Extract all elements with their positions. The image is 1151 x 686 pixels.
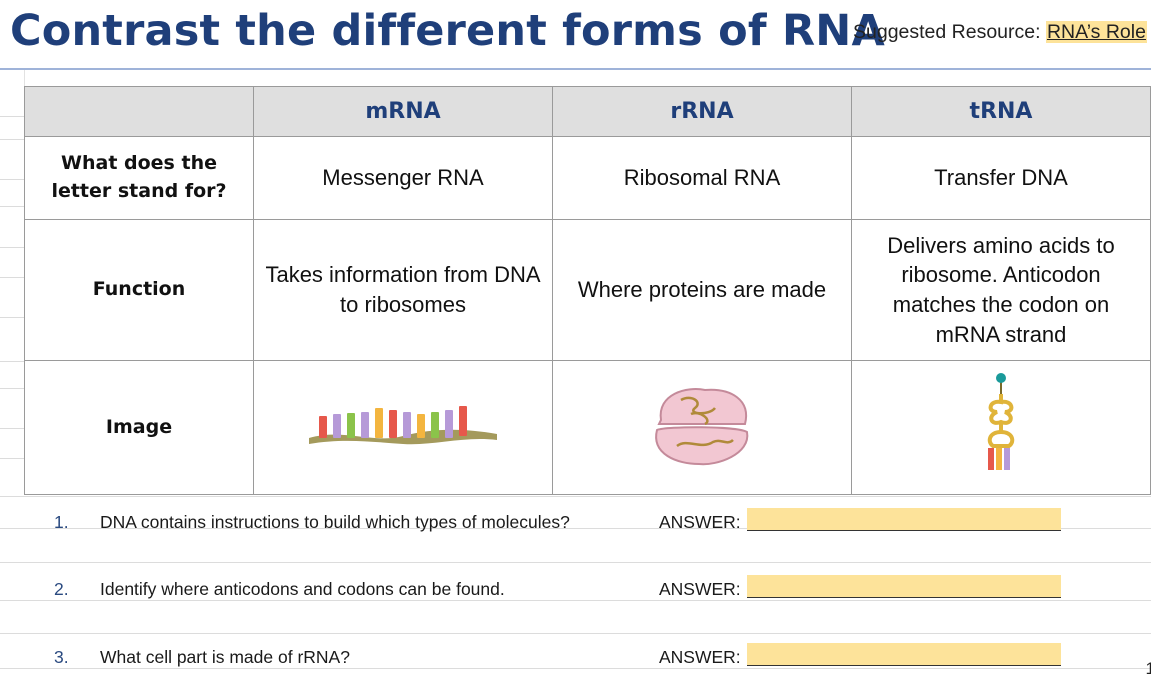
question-number: 3. [54,647,69,667]
question-text: DNA contains instructions to build which… [100,512,570,532]
question-number: 1. [54,512,69,532]
title-divider [0,68,1151,70]
ribosome-illustration [655,388,749,466]
table-row: What does the letter stand for? Messenge… [24,136,1151,220]
cell-mrna-meaning[interactable]: Messenger RNA [253,136,553,220]
cell-trna-image[interactable] [851,360,1151,495]
row-label-function: Function [24,219,254,361]
cell-rrna-meaning[interactable]: Ribosomal RNA [552,136,852,220]
table-header-row: mRNA rRNA tRNA [24,86,1151,137]
answer-label: ANSWER: [659,647,741,667]
cell-trna-function[interactable]: Delivers amino acids to ribosome. Antico… [851,219,1151,361]
question-number: 2. [54,579,69,599]
answer-field-3[interactable] [747,643,1061,666]
table-row: Function Takes information from DNA to r… [24,219,1151,361]
column-header-trna: tRNA [851,86,1151,137]
header-corner-cell [24,86,254,137]
cell-mrna-image[interactable] [253,360,553,495]
trna-illustration [987,373,1015,470]
cell-rrna-function[interactable]: Where proteins are made [552,219,852,361]
resource-link[interactable]: RNA’s Role [1045,21,1147,43]
row-label-image: Image [24,360,254,495]
table-row: Image [24,360,1151,495]
cell-mrna-function[interactable]: Takes information from DNA to ribosomes [253,219,553,361]
column-header-mrna: mRNA [253,86,553,137]
answer-field-1[interactable] [747,508,1061,531]
mrna-strand-illustration [309,406,497,445]
column-header-rrna: rRNA [552,86,852,137]
row-label-meaning: What does the letter stand for? [24,136,254,220]
answer-label: ANSWER: [659,512,741,532]
suggested-resource: Suggested Resource: RNA’s Role [853,21,1147,44]
answer-label: ANSWER: [659,579,741,599]
question-text: What cell part is made of rRNA? [100,647,350,667]
page-number: 1 [1145,659,1151,678]
rna-comparison-table: mRNA rRNA tRNA What does the letter stan… [24,86,1151,495]
question-text: Identify where anticodons and codons can… [100,579,505,599]
answer-field-2[interactable] [747,575,1061,598]
cell-rrna-image[interactable] [552,360,852,495]
resource-label: Suggested Resource: [853,21,1041,43]
page-title: Contrast the different forms of RNA [10,6,885,56]
cell-trna-meaning[interactable]: Transfer DNA [851,136,1151,220]
